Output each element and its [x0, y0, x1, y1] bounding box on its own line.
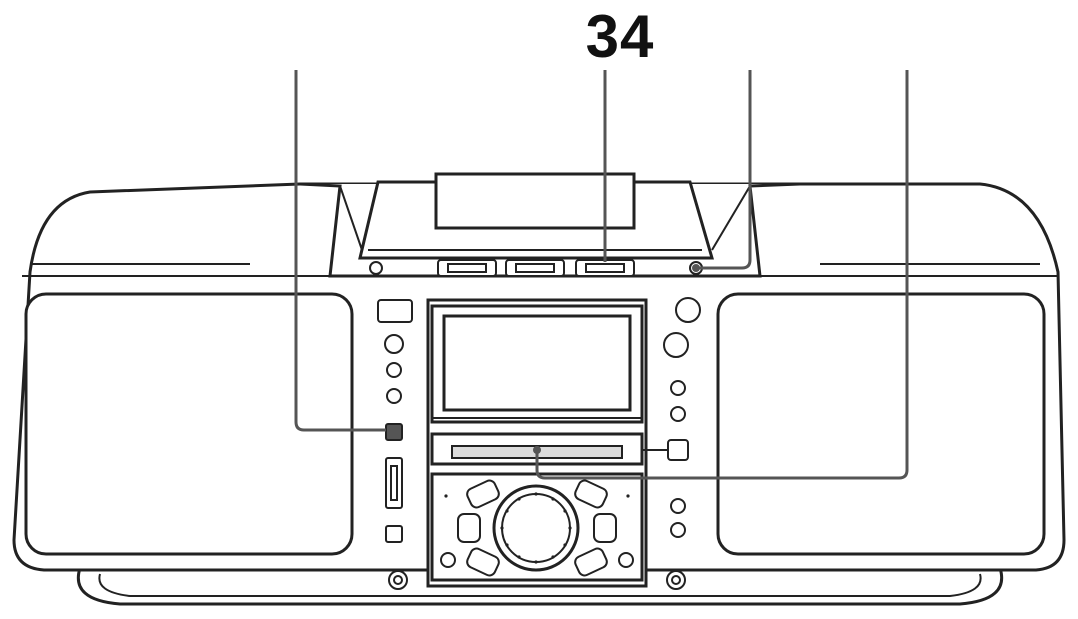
jog-right-button-bot[interactable]: [573, 547, 609, 578]
right-foot-inner: [671, 575, 681, 585]
jog-left-button-top[interactable]: [465, 479, 501, 510]
jog-small-right-button[interactable]: [618, 552, 634, 568]
display-screen: [442, 314, 632, 412]
leader-line-left: [294, 70, 386, 432]
right-round-button-3[interactable]: [670, 380, 686, 396]
left-round-button-1[interactable]: [384, 334, 404, 354]
base-inner-line: [98, 573, 982, 597]
jog-right-button-top[interactable]: [573, 479, 609, 510]
right-round-button-1[interactable]: [675, 297, 701, 323]
right-speaker-grille: [716, 292, 1046, 556]
top-button-2-inner: [515, 263, 555, 273]
left-highlighted-button[interactable]: [385, 423, 403, 441]
top-button-3-inner: [585, 263, 625, 273]
jog-small-left-button[interactable]: [440, 552, 456, 568]
jog-left-button-mid[interactable]: [457, 513, 481, 543]
lid-hinge-right: [711, 185, 751, 251]
left-top-button[interactable]: [377, 299, 413, 323]
left-bottom-button[interactable]: [385, 525, 403, 543]
jog-right-button-mid[interactable]: [593, 513, 617, 543]
button-pointer-dot: [692, 264, 700, 272]
right-round-button-4[interactable]: [670, 406, 686, 422]
right-square-button[interactable]: [667, 439, 689, 461]
right-round-button-2[interactable]: [663, 332, 689, 358]
jog-dial-ticks: [500, 492, 572, 564]
left-foot-inner: [393, 575, 403, 585]
jog-left-button-bot[interactable]: [465, 547, 501, 578]
left-vertical-slot-inner: [390, 465, 398, 501]
slot-pointer-dot: [533, 446, 541, 454]
jog-dot-right: [626, 494, 630, 498]
right-round-button-5[interactable]: [670, 498, 686, 514]
left-round-button-2[interactable]: [386, 362, 402, 378]
right-round-button-6[interactable]: [670, 522, 686, 538]
top-button-1-inner: [447, 263, 487, 273]
jog-dot-left: [444, 494, 448, 498]
left-speaker-grille: [24, 292, 354, 556]
cd-lid-window: [434, 172, 636, 230]
top-left-small-button[interactable]: [369, 261, 383, 275]
left-round-button-3[interactable]: [386, 388, 402, 404]
leader-line-right-top: [696, 70, 752, 270]
callout-number-34: 34: [585, 3, 655, 70]
lid-hinge-left: [339, 185, 363, 251]
leader-line-right-slot: [535, 70, 909, 480]
jog-dial[interactable]: [492, 484, 580, 572]
